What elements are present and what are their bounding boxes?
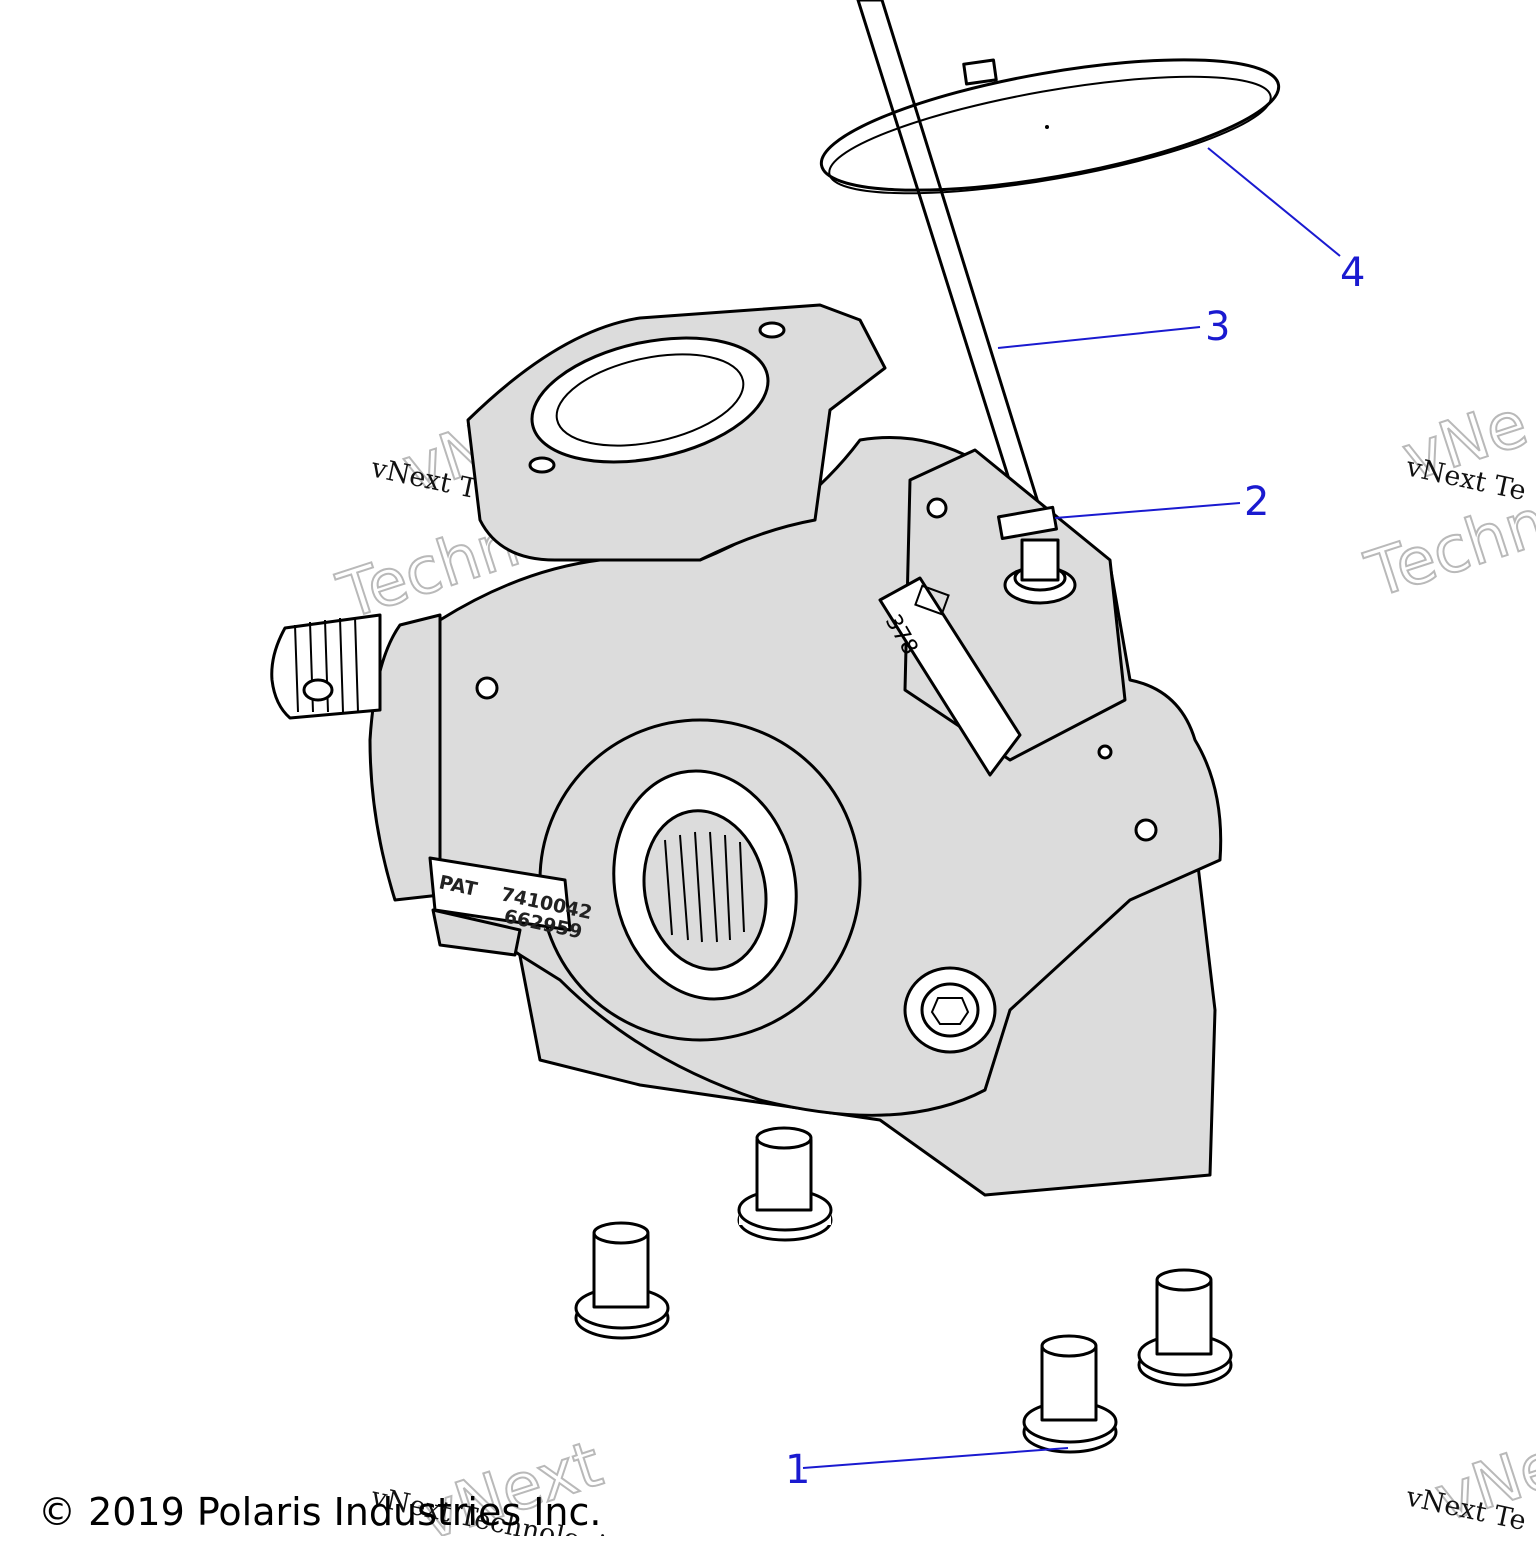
callout-1: 1: [785, 1447, 810, 1493]
bolt-4: [1022, 1334, 1118, 1454]
bolt-group: [574, 1126, 1233, 1454]
bolt-1: [737, 1126, 833, 1242]
leader-2: [1054, 502, 1241, 519]
leader-1: [802, 1447, 1069, 1469]
leader-4: [1207, 147, 1341, 257]
callout-3: 3: [1205, 304, 1230, 350]
callout-4: 4: [1340, 250, 1365, 296]
callouts: 1 2 3 4: [785, 250, 1365, 1493]
leader-3: [997, 326, 1201, 349]
gearcase-housing: PAT 7410042 662959 378: [270, 303, 1223, 1197]
callout-2: 2: [1244, 479, 1269, 525]
bolt-3: [1137, 1268, 1233, 1387]
cable-tie: [819, 58, 1281, 195]
bolt-2: [574, 1221, 670, 1340]
copyright-notice: © 2019 Polaris Industries Inc.: [38, 1490, 602, 1534]
leader-lines: [802, 147, 1341, 1469]
